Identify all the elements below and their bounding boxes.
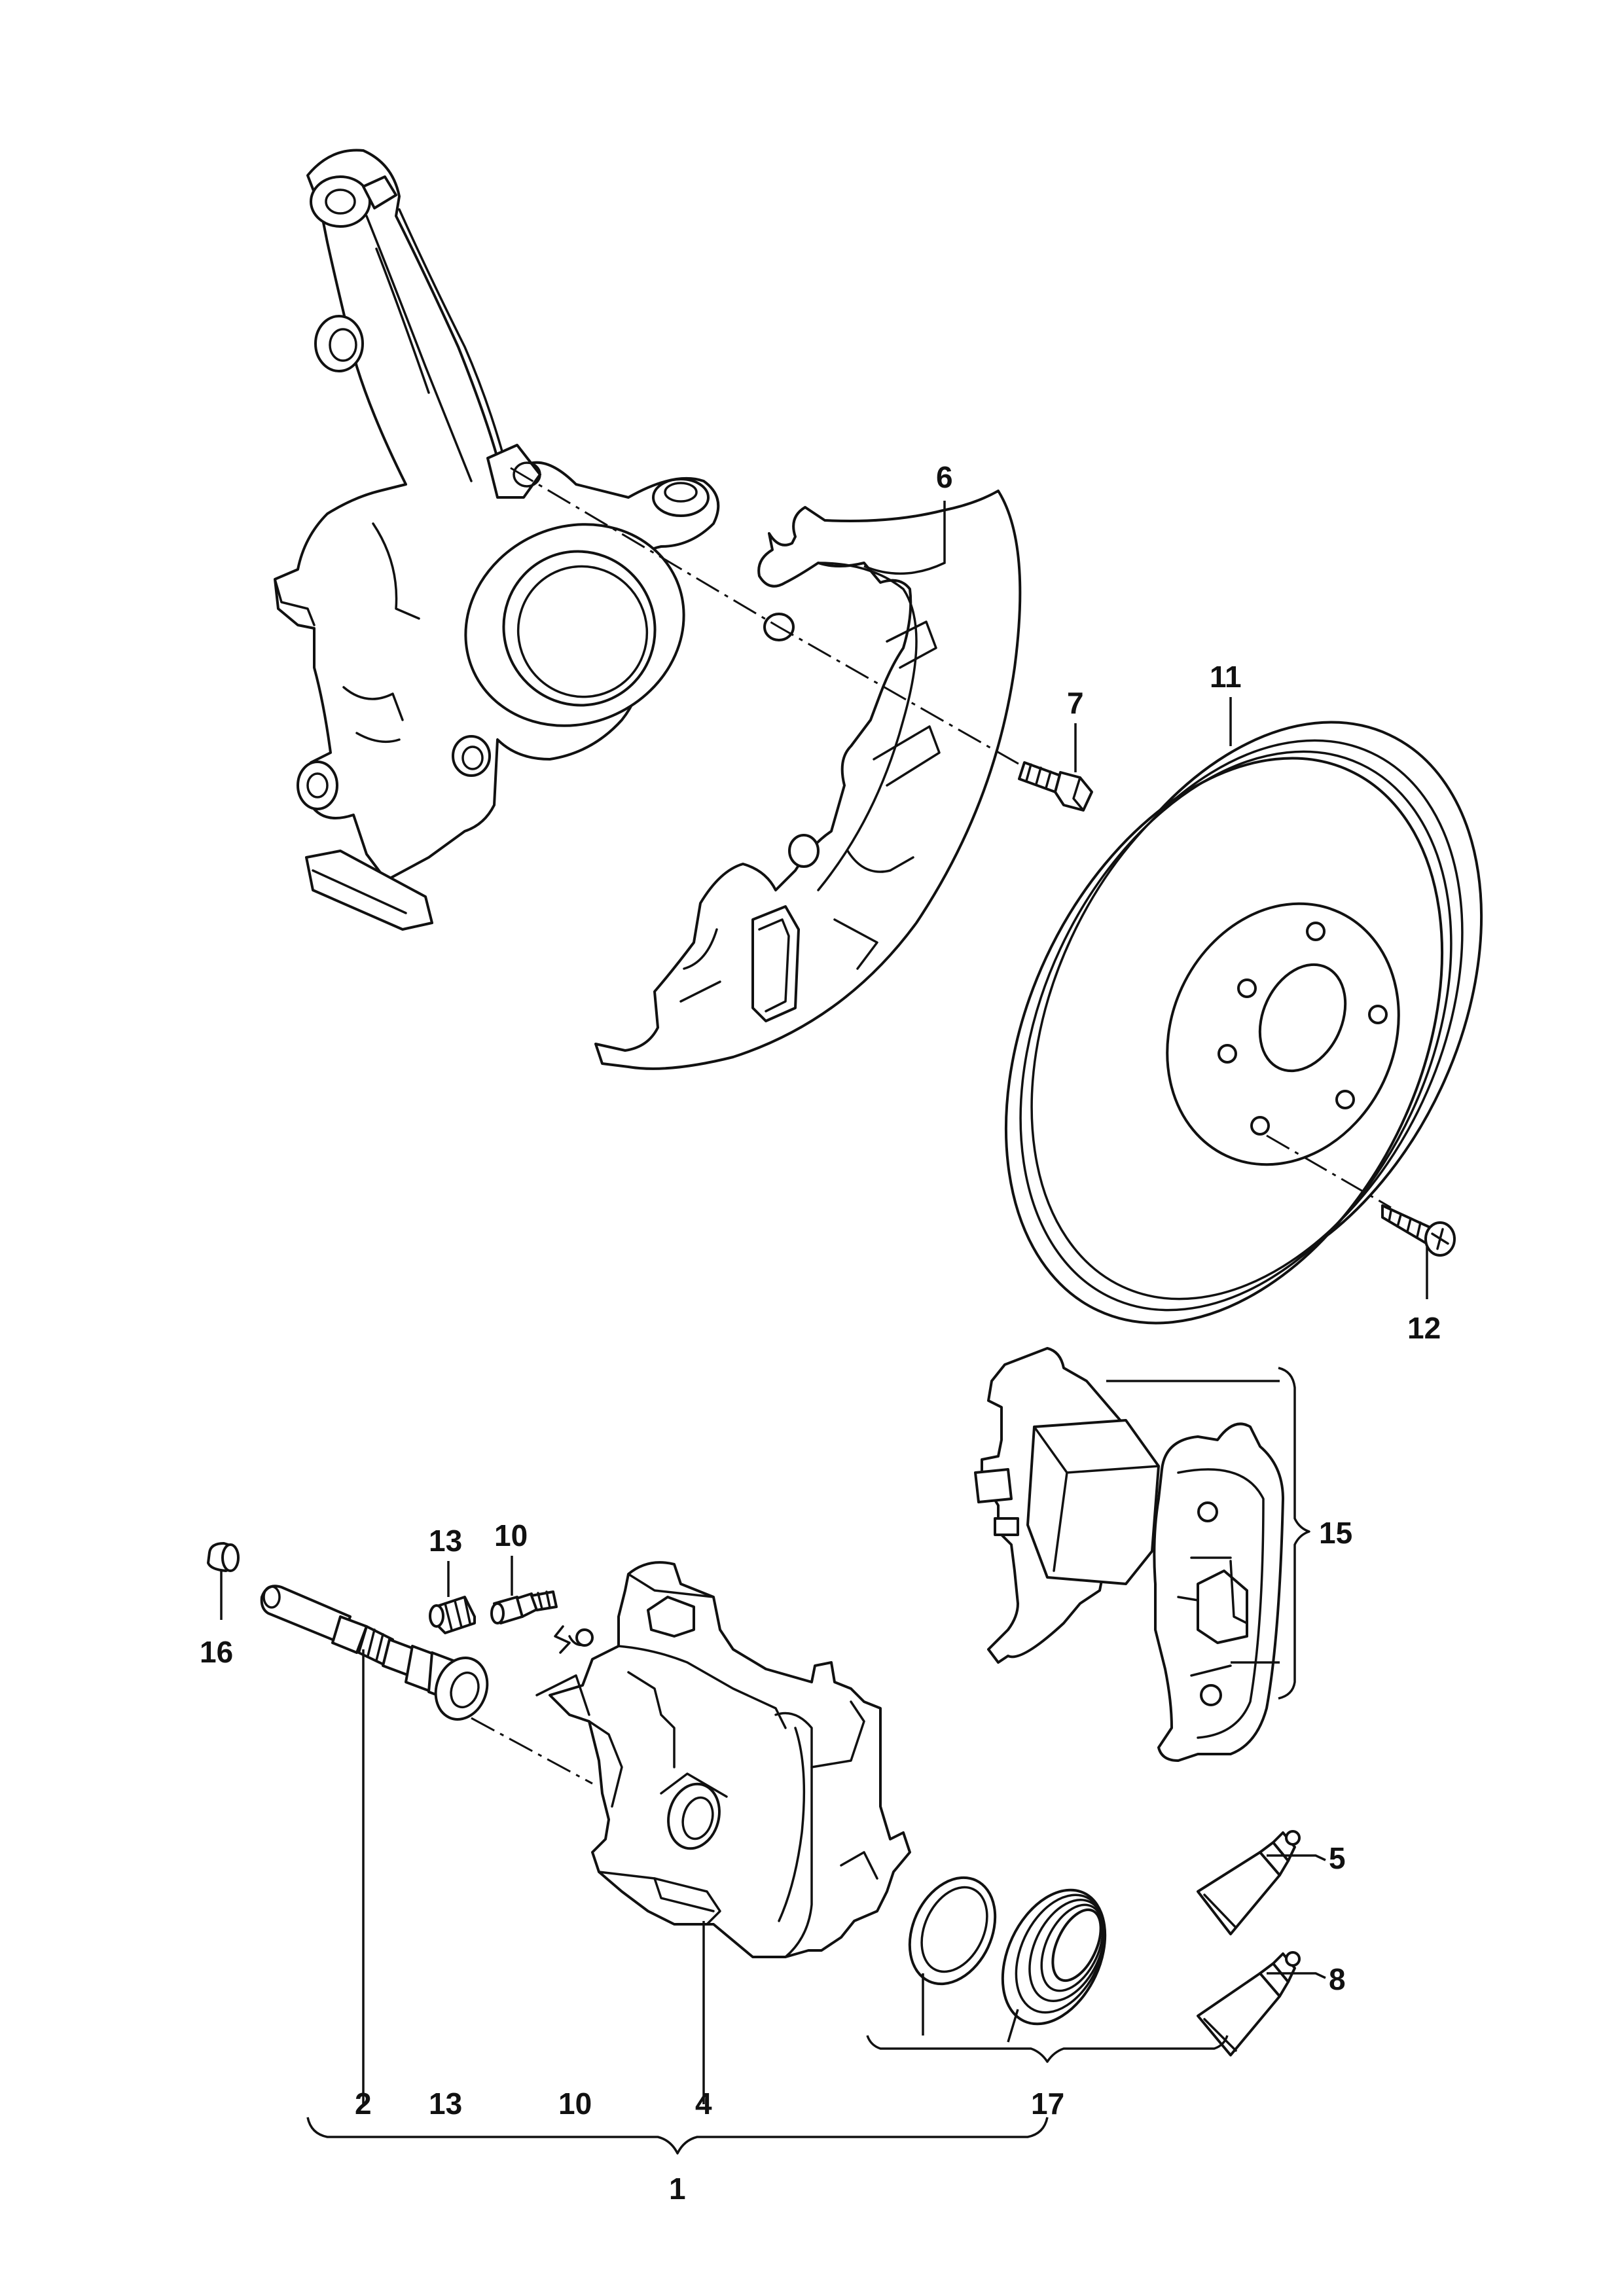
disc-screw-axis bbox=[1266, 1134, 1392, 1209]
brake-caliper bbox=[549, 1561, 911, 1958]
brake-disc bbox=[1004, 721, 1483, 1325]
callout-13-top: 13 bbox=[429, 1524, 462, 1558]
guide-sleeve bbox=[429, 1596, 476, 1634]
bleed-screw-zigzag bbox=[554, 1625, 571, 1654]
brake-pad-outer bbox=[1153, 1422, 1284, 1762]
bleed-hole bbox=[575, 1628, 594, 1647]
shield-bolt bbox=[1018, 761, 1093, 812]
steering-knuckle bbox=[274, 149, 720, 931]
bleed-screw bbox=[490, 1590, 558, 1624]
assembly-axis-line bbox=[510, 467, 1028, 770]
brake-pad-inner bbox=[974, 1347, 1160, 1664]
callout-10-top: 10 bbox=[494, 1518, 528, 1552]
leader-lines bbox=[220, 501, 1428, 2104]
bracket-15 bbox=[1278, 1367, 1310, 1700]
callout-11: 11 bbox=[1210, 660, 1242, 694]
callout-1: 1 bbox=[669, 2172, 686, 2206]
callout-17: 17 bbox=[1031, 2087, 1064, 2121]
caliper-bracket-edge bbox=[535, 1674, 590, 1716]
callout-7: 7 bbox=[1067, 686, 1084, 720]
callout-12: 12 bbox=[1407, 1311, 1441, 1345]
disc-retaining-screw bbox=[1381, 1204, 1456, 1257]
brake-splash-shield bbox=[594, 490, 1022, 1070]
callout-6: 6 bbox=[936, 460, 953, 494]
piston-seal bbox=[908, 1876, 997, 1986]
bracket-17 bbox=[866, 2035, 1229, 2063]
callout-5: 5 bbox=[1329, 1841, 1346, 1875]
callout-2-label: 2 bbox=[355, 2087, 372, 2121]
bracket-1 bbox=[306, 2117, 1049, 2155]
guide-pin-cap bbox=[207, 1542, 240, 1572]
grease-tube-bottom bbox=[1197, 1951, 1301, 2056]
guide-pin-axis bbox=[471, 1717, 593, 1785]
dust-boot bbox=[1001, 1888, 1107, 2026]
callout-16: 16 bbox=[200, 1635, 233, 1669]
grease-tube-top bbox=[1197, 1830, 1301, 1935]
guide-pin bbox=[260, 1585, 489, 1721]
callout-15: 15 bbox=[1319, 1516, 1352, 1550]
callout-10-bottom: 10 bbox=[558, 2087, 592, 2121]
callout-4: 4 bbox=[695, 2087, 712, 2121]
callout-8: 8 bbox=[1329, 1962, 1346, 1996]
callout-13-bottom: 13 bbox=[429, 2087, 462, 2121]
